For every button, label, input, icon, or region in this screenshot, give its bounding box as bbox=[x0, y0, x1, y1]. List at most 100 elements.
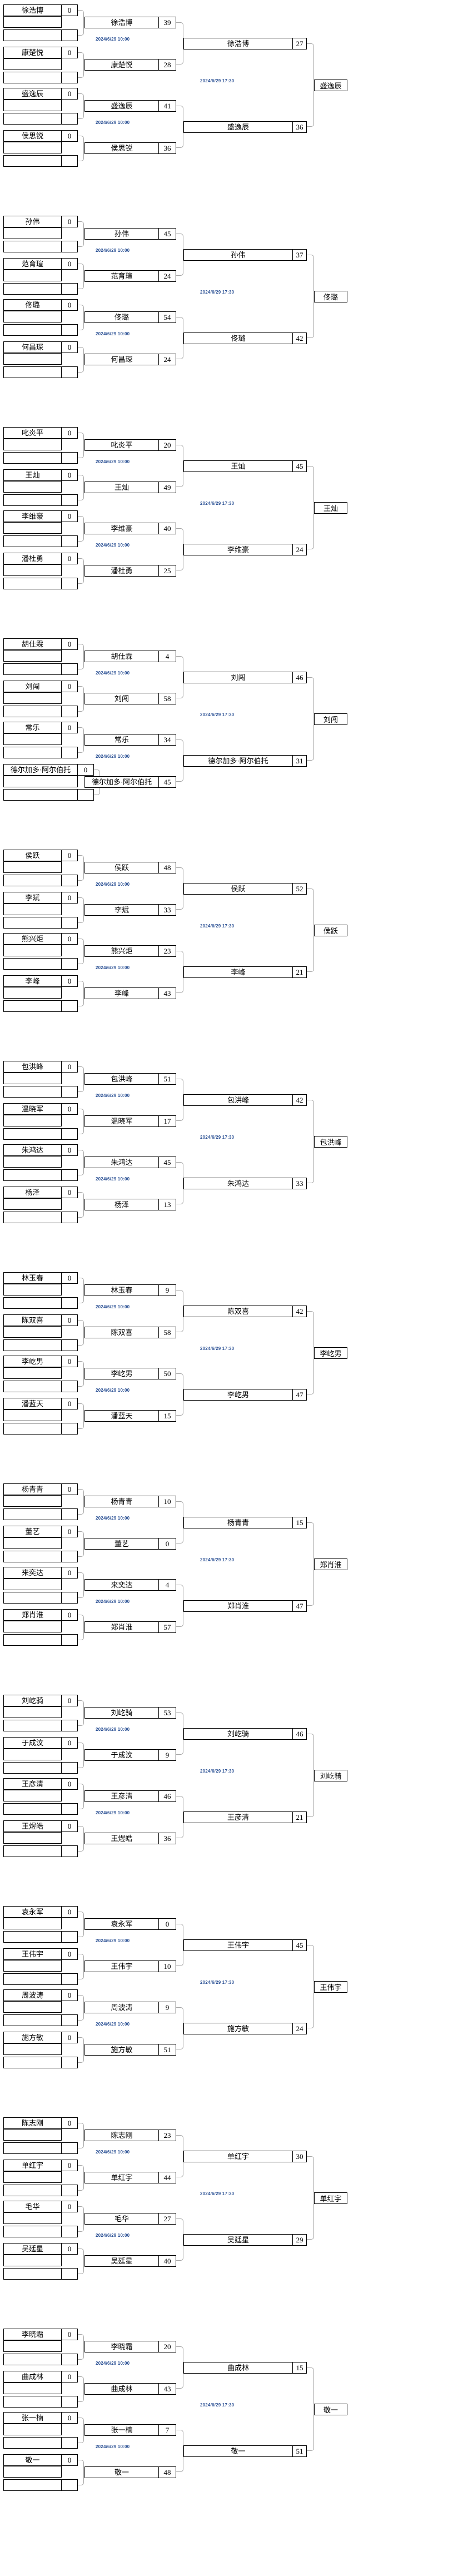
player-score-blank bbox=[61, 2396, 78, 2408]
player-slot-blank bbox=[3, 1832, 62, 1844]
player-slot-blank bbox=[3, 481, 62, 493]
player-slot-blank bbox=[3, 2171, 62, 2183]
player-slot-blank bbox=[3, 1790, 62, 1801]
player-score: 33 bbox=[158, 905, 176, 915]
player-name: 朱鸿达 bbox=[227, 1179, 249, 1188]
bracket-connector bbox=[307, 2156, 314, 2240]
match-datetime: 2024/6/29 17:30 bbox=[200, 78, 235, 83]
match-datetime: 2024/6/29 17:30 bbox=[200, 1557, 235, 1562]
player-name: 包洪峰 bbox=[111, 1075, 133, 1083]
player-score: 15 bbox=[292, 1517, 306, 1528]
player-score: 27 bbox=[292, 38, 306, 49]
player-slot-name: 李斌 bbox=[3, 892, 62, 904]
bracket-connector bbox=[176, 2007, 183, 2049]
player-slot-blank bbox=[3, 904, 62, 915]
player-score: 0 bbox=[61, 1483, 78, 1495]
match-winner-round4: 刘屹骑 bbox=[314, 1770, 347, 1781]
player-score: 0 bbox=[61, 1778, 78, 1790]
player-score: 24 bbox=[158, 354, 176, 365]
match-datetime: 2024/6/29 10:00 bbox=[96, 120, 130, 125]
player-name: 温晓军 bbox=[111, 1117, 133, 1125]
player-score-blank bbox=[61, 29, 78, 41]
player-slot-blank bbox=[3, 564, 62, 576]
player-name: 王伟宇 bbox=[227, 1941, 249, 1949]
player-score: 0 bbox=[61, 1061, 78, 1073]
player-slot-name: 叱炎平 bbox=[3, 427, 62, 439]
match-winner-round4: 郑肖淮 bbox=[314, 1558, 347, 1570]
bracket-connector bbox=[78, 981, 84, 1006]
bracket-connector bbox=[176, 445, 183, 487]
player-name: 来奕达 bbox=[21, 1569, 43, 1577]
bracket-connector bbox=[176, 2346, 183, 2389]
player-score-blank bbox=[61, 706, 78, 717]
player-slot-blank bbox=[3, 366, 62, 378]
match-datetime: 2024/6/29 10:00 bbox=[96, 459, 130, 464]
player-score-blank bbox=[61, 2185, 78, 2196]
player-slot-blank bbox=[3, 1803, 62, 1815]
player-score: 0 bbox=[61, 1526, 78, 1537]
player-score-blank bbox=[61, 113, 78, 125]
player-slot-blank bbox=[3, 578, 62, 589]
player-score: 46 bbox=[292, 1729, 306, 1739]
bracket-connector bbox=[176, 22, 183, 64]
player-name: 董艺 bbox=[25, 1527, 40, 1536]
player-slot-blank bbox=[3, 311, 62, 322]
bracket-connector bbox=[307, 677, 314, 761]
bracket-connector bbox=[176, 528, 183, 570]
player-slot-blank bbox=[3, 1000, 62, 1012]
player-name: 王彦清 bbox=[111, 1792, 133, 1800]
player-slot-name: 康楚悦 bbox=[3, 47, 62, 58]
player-score-blank bbox=[61, 1086, 78, 1098]
player-slot-blank bbox=[3, 324, 62, 336]
player-slot-blank bbox=[3, 494, 62, 506]
player-name: 袁永军 bbox=[111, 1920, 133, 1928]
player-score: 0 bbox=[61, 1103, 78, 1115]
player-name: 单红宇 bbox=[227, 2152, 249, 2161]
player-score: 0 bbox=[61, 2454, 78, 2466]
bracket-connector bbox=[78, 93, 84, 119]
player-name: 陈双喜 bbox=[111, 1328, 133, 1337]
bracket-connector bbox=[78, 516, 84, 542]
player-score-blank bbox=[61, 1551, 78, 1562]
player-name: 郑肖淮 bbox=[111, 1623, 133, 1631]
player-slot-blank bbox=[3, 2185, 62, 2196]
player-score: 42 bbox=[292, 1306, 306, 1317]
player-score: 24 bbox=[292, 544, 306, 555]
player-score: 0 bbox=[61, 722, 78, 733]
player-slot-blank bbox=[3, 2142, 62, 2154]
player-name: 盛逸辰 bbox=[111, 102, 133, 110]
player-score: 43 bbox=[158, 988, 176, 999]
match-datetime: 2024/6/29 10:00 bbox=[96, 965, 130, 970]
player-name: 李峰 bbox=[114, 989, 129, 997]
player-score-blank bbox=[61, 958, 78, 970]
player-score: 58 bbox=[158, 693, 176, 704]
player-slot-blank bbox=[3, 2057, 62, 2068]
match-datetime: 2024/6/29 17:30 bbox=[200, 501, 235, 506]
player-slot-blank bbox=[3, 2354, 62, 2365]
match-datetime: 2024/6/29 10:00 bbox=[96, 2361, 130, 2366]
match-winner-round4: 刘闯 bbox=[314, 713, 347, 725]
player-name: 孙伟 bbox=[114, 230, 129, 238]
player-score-blank bbox=[61, 2057, 78, 2068]
player-slot-name: 李屹男 bbox=[3, 1356, 62, 1367]
player-slot-blank bbox=[3, 155, 62, 167]
player-name: 佟璐 bbox=[114, 313, 129, 321]
player-name: 王灿 bbox=[231, 462, 246, 470]
bracket-connector bbox=[307, 255, 314, 338]
player-score-blank bbox=[61, 1297, 78, 1309]
player-slot-blank bbox=[3, 1367, 62, 1379]
player-slot-name: 包洪峰 bbox=[3, 1061, 62, 1073]
player-name: 刘闯 bbox=[231, 673, 246, 682]
player-slot-blank bbox=[3, 452, 62, 464]
match-datetime: 2024/6/29 10:00 bbox=[96, 1810, 130, 1815]
